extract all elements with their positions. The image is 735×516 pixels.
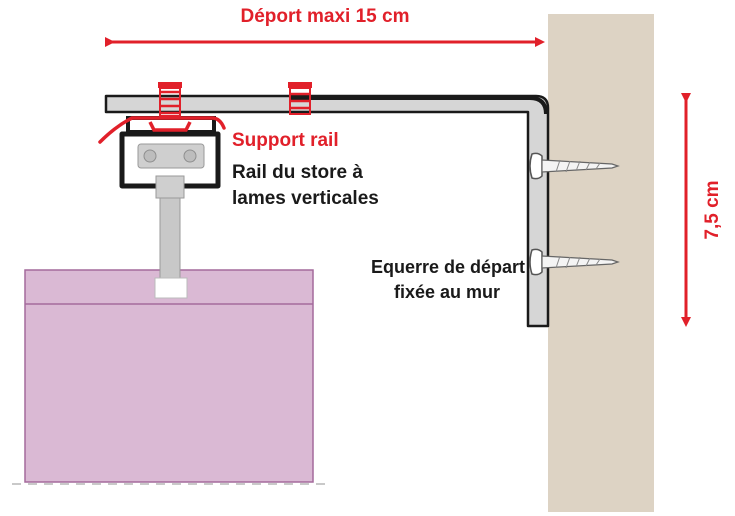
rail-label-line1: Rail du store à: [232, 162, 363, 183]
screw-red-icon: [158, 82, 182, 117]
wood-screw-icon: [529, 248, 620, 276]
wood-screw-icon: [529, 152, 620, 180]
support-rail-label: Support rail: [232, 130, 339, 151]
blind-slat: [12, 269, 330, 485]
height-label: 7,5 cm: [702, 180, 723, 239]
depth-label: Déport maxi 15 cm: [241, 6, 410, 27]
bracket-label-line1: Equerre de départ: [371, 257, 525, 277]
screw-red-icon: [288, 82, 312, 115]
rail-profile: [119, 116, 221, 199]
rail-label-line2: lames verticales: [232, 188, 379, 209]
support-rail-clip: [98, 116, 226, 144]
slat-hanger: [154, 189, 188, 299]
bracket-label-line2: fixée au mur: [394, 282, 500, 302]
l-bracket: [104, 94, 550, 328]
